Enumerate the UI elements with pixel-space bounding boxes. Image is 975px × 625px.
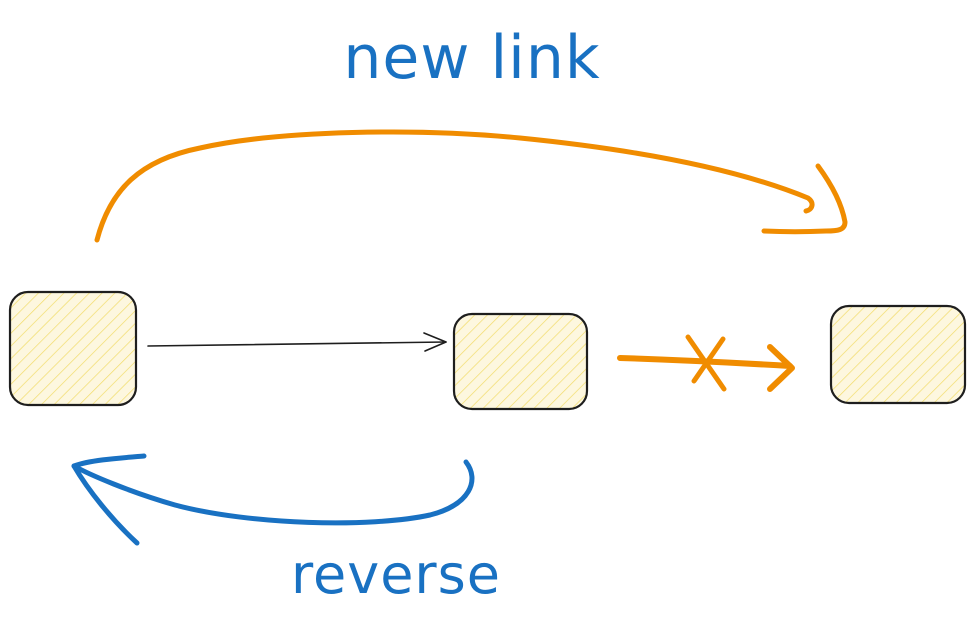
- reverse-arrow: [71, 459, 475, 526]
- new-link-arrowhead: [761, 163, 848, 235]
- removed-link-cross-mark-2: [691, 336, 726, 384]
- link-1-2-line: [147, 341, 447, 347]
- node-3: [829, 304, 967, 405]
- new-link-label: new link: [343, 23, 600, 93]
- reverse-arrowhead: [71, 453, 147, 546]
- new-link-arrow: [94, 129, 815, 243]
- removed-link-arrowhead: [767, 344, 795, 392]
- reverse-label: reverse: [291, 543, 501, 606]
- link-1-2-arrowhead: [423, 332, 447, 352]
- node-1: [8, 290, 138, 407]
- node-2: [452, 312, 589, 411]
